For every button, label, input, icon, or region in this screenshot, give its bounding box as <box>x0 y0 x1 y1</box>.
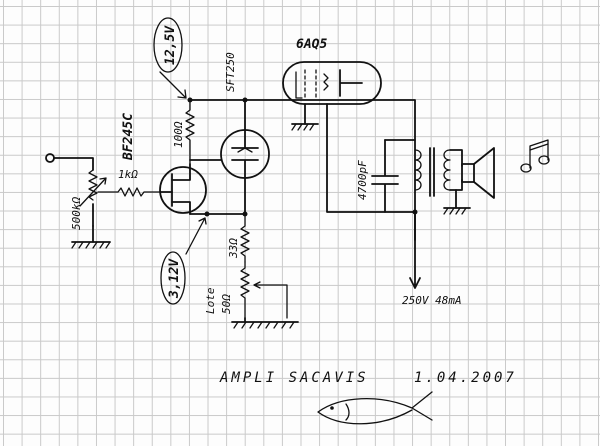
tube-envelope <box>282 61 382 105</box>
speaker-magnet <box>461 163 475 183</box>
input-terminal <box>45 153 55 163</box>
label-input-pot: 500kΩ <box>70 197 83 230</box>
label-lote-pot: 50Ω <box>220 294 233 314</box>
tube-grid <box>304 69 317 99</box>
tube-plate <box>339 69 363 97</box>
label-jfet: BF245C <box>121 113 136 161</box>
music-notes-icon <box>520 139 550 173</box>
fet2-arrow <box>237 147 253 153</box>
input-pot-resistor <box>88 169 98 201</box>
label-tube: 6AQ5 <box>296 37 327 52</box>
tube-cathode <box>295 71 303 99</box>
label-capacitor: 4700pF <box>356 160 369 200</box>
supply-wire <box>409 211 421 289</box>
label-v-mid: 3,12V <box>167 258 182 299</box>
ground-symbol-speaker <box>443 207 471 215</box>
plate-wire <box>326 103 416 213</box>
speaker-cone <box>473 147 495 199</box>
jfet-drain-source <box>171 163 191 215</box>
junction-dot-jfet <box>204 211 210 217</box>
transformer-primary <box>414 149 422 191</box>
junction-dot-fet2-top <box>242 97 248 103</box>
arrow-to-top-rail <box>159 71 187 99</box>
transformer-secondary <box>443 149 451 191</box>
caption-name: AMPLI SACAVIS <box>219 370 369 386</box>
lote-pot-resistor <box>240 261 250 319</box>
label-drain-resistor: 100Ω <box>172 121 185 148</box>
input-wire <box>53 157 94 171</box>
v-top-circle <box>153 17 183 73</box>
label-fet2: SFT250 <box>224 52 237 92</box>
capacitor-4700pf <box>371 139 399 213</box>
junction-dot-drain <box>187 97 193 103</box>
drain-resistor-100 <box>185 99 195 165</box>
transformer-core <box>429 147 435 197</box>
ground-symbol-input <box>71 225 111 249</box>
ground-symbol-lote <box>231 317 299 329</box>
lote-pot-wiper <box>253 281 288 319</box>
label-v-top: 12,5V <box>163 25 178 65</box>
top-rail-wire <box>189 99 416 241</box>
fet2-internals <box>231 99 259 215</box>
tube-heater <box>323 73 329 91</box>
caption-date: 1.04.2007 <box>414 370 517 386</box>
label-series-resistor: 1kΩ <box>118 168 138 181</box>
series-resistor-1k <box>97 187 161 197</box>
ground-symbol-tube <box>291 123 319 131</box>
label-supply: 250V 48mA <box>402 294 462 307</box>
v-mid-circle <box>160 251 186 305</box>
source-resistor-33 <box>240 213 250 263</box>
label-source-resistor: 33Ω <box>227 238 240 259</box>
fish-drawing <box>317 391 433 425</box>
jfet-body <box>159 166 207 214</box>
arrow-to-source-node <box>185 217 207 255</box>
speaker-wires <box>449 149 463 191</box>
label-lote: Lote <box>204 287 217 314</box>
input-pot-wiper <box>79 177 107 207</box>
